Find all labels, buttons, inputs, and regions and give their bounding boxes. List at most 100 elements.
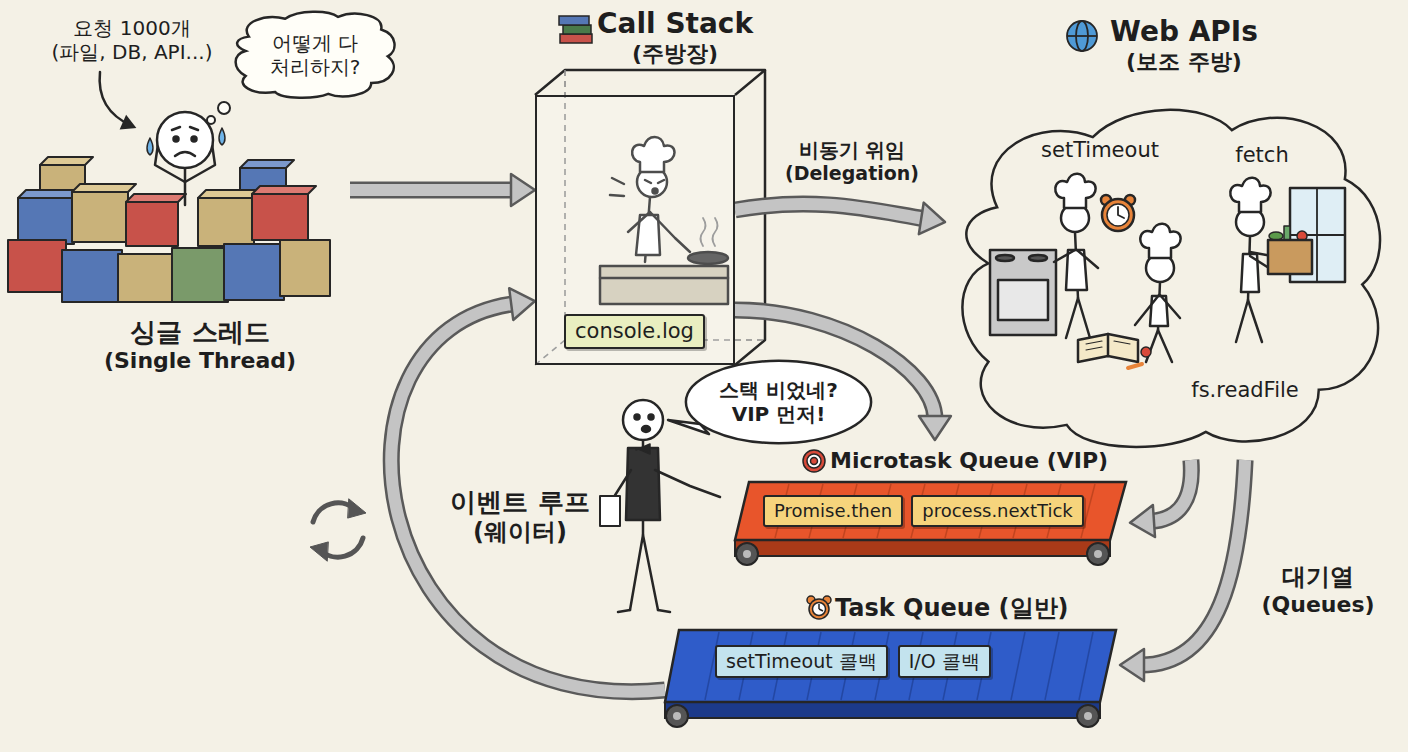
api-name: fetch — [1235, 143, 1288, 168]
alarm-icon — [813, 603, 826, 616]
belt-roller — [1087, 543, 1109, 565]
webapi-heading: Web APIs (보조 주방) — [1110, 15, 1258, 75]
worried-figure — [174, 137, 179, 142]
request-boxes — [252, 186, 316, 194]
waiter-figure — [655, 470, 720, 497]
worried-figure — [184, 168, 187, 205]
request-note-main: 요청 1000개 — [52, 16, 213, 40]
timer-chef — [1066, 298, 1090, 338]
stack-heading: Call Stack (주방장) — [597, 7, 753, 67]
chip-text: process.nextTick — [922, 500, 1073, 522]
request-boxes — [172, 248, 228, 302]
request-boxes — [198, 198, 254, 246]
waiter-figure — [649, 415, 654, 420]
chip-text: Promise.then — [774, 500, 892, 522]
queues-label-main: 대기열 — [1261, 563, 1374, 592]
reading-chef — [1146, 330, 1172, 362]
arrow-shaft — [735, 204, 924, 219]
alarm-icon — [807, 596, 831, 619]
thought-bubble: 어떻게 다 처리하지? — [229, 8, 401, 101]
globe-icon — [1067, 35, 1097, 37]
arrow-head — [919, 416, 951, 440]
chip-text: setTimeout 콜백 — [726, 650, 877, 673]
queue-item: I/O 콜백 — [898, 645, 991, 678]
speech-text: 스택 비었네? VIP 먼저! — [719, 378, 839, 426]
belt-roller — [666, 705, 688, 727]
api-name: setTimeout — [1041, 138, 1159, 163]
arrow-head — [1120, 649, 1144, 681]
thought-text: 어떻게 다 처리하지? — [265, 31, 365, 79]
alarm-icon — [819, 604, 823, 611]
reading-chef — [1107, 334, 1110, 356]
waiter-figure — [626, 448, 660, 520]
worried-figure — [175, 152, 195, 156]
request-note: 요청 1000개 (파일, DB, API...) — [52, 16, 213, 64]
timer-chef — [1102, 199, 1134, 231]
arrow-head — [919, 203, 945, 235]
belt-stripe — [1045, 632, 1059, 700]
queue-heading: Task Queue (일반) — [835, 594, 1069, 623]
reading-chef — [1078, 224, 1181, 368]
globe-icon — [1067, 21, 1097, 51]
request-note-sub: (파일, DB, API...) — [52, 40, 213, 64]
waiter-figure — [642, 426, 650, 432]
flow-arrow — [1130, 460, 1191, 537]
queue-heading: Microtask Queue (VIP) — [830, 448, 1108, 474]
request-boxes — [8, 157, 330, 302]
flow-arrow — [1120, 460, 1245, 681]
web-api-cloud: Web APIs (보조 주방) — [945, 95, 1397, 460]
timer-chef — [990, 250, 1056, 335]
belt-stripe — [1011, 632, 1025, 700]
request-boxes — [252, 194, 308, 240]
arrow-outline — [1141, 460, 1245, 665]
thread-label: 싱글 스레드 (Single Thread) — [104, 317, 296, 375]
waiter-figure — [636, 444, 650, 454]
event-loop-label-sub: (웨이터) — [450, 518, 589, 547]
timer-chef — [990, 174, 1135, 338]
call-stack-back — [535, 70, 765, 365]
flow-arrow — [735, 203, 945, 235]
bubble-outline — [686, 361, 871, 443]
arrow-outline — [735, 204, 924, 219]
figure-group: 싱글 스레드 (Single Thread) — [5, 95, 350, 387]
timer-chef — [1055, 174, 1095, 208]
api-name: fs.readFile — [1191, 378, 1298, 403]
chip-text: console.log — [575, 319, 694, 344]
waiter-figure — [600, 496, 620, 526]
event-loop-label-main: 이벤트 루프 — [450, 487, 589, 518]
globe-icon — [1067, 21, 1097, 51]
reading-chef — [1135, 295, 1180, 325]
chip-text: I/O 콜백 — [909, 650, 980, 673]
loop-icon — [310, 499, 366, 561]
request-boxes — [8, 240, 66, 292]
alarm-icon — [809, 599, 829, 619]
stack-heading-sub: (주방장) — [597, 41, 753, 67]
fetch-chef — [1284, 226, 1290, 240]
waiter-figure — [618, 610, 670, 612]
timer-chef — [1054, 250, 1098, 268]
books-icon — [560, 34, 592, 43]
waiter-figure — [623, 400, 663, 440]
fetch-chef — [1268, 240, 1312, 274]
belt-face — [735, 482, 1126, 540]
request-boxes — [72, 184, 136, 192]
request-boxes — [126, 194, 186, 202]
request-boxes — [62, 250, 122, 302]
arrow-head — [509, 288, 535, 320]
webapi-heading-main: Web APIs — [1110, 15, 1258, 49]
fetch-chef — [1230, 178, 1345, 342]
belt-roller — [1084, 712, 1092, 720]
request-leader — [122, 117, 134, 128]
arrow-outline — [1151, 460, 1191, 521]
request-boxes — [126, 202, 178, 246]
cloud-outline — [962, 110, 1380, 447]
request-boxes — [240, 160, 294, 168]
timer-chef — [1029, 255, 1047, 261]
fetch-chef — [1230, 178, 1270, 212]
call-stack-back — [535, 70, 765, 365]
waiter-figure — [630, 535, 658, 610]
stack-heading-main: Call Stack — [597, 7, 753, 41]
books-icon — [559, 16, 592, 43]
